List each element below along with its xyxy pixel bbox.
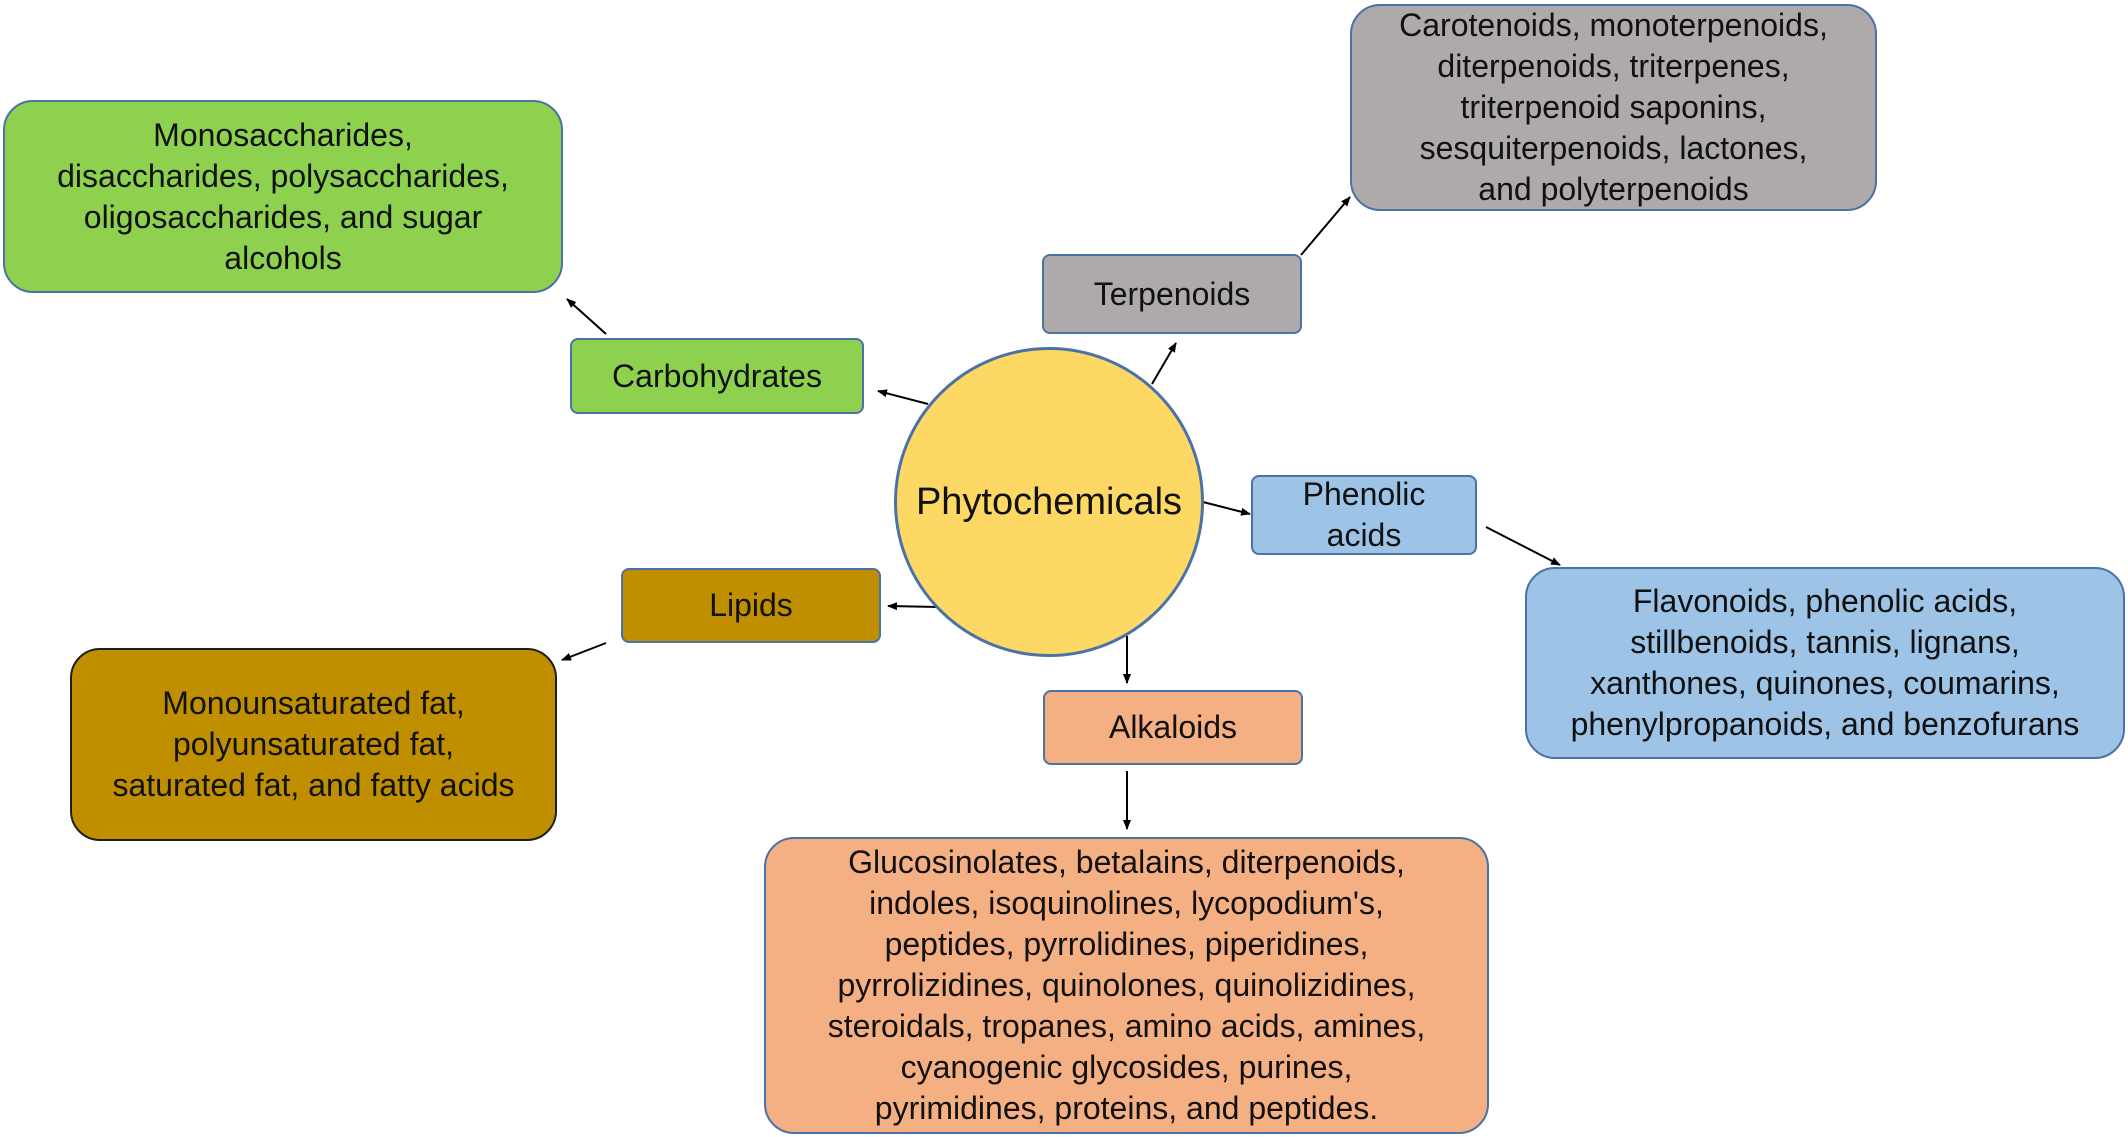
phenolic-acids-label-line: acids <box>1326 517 1402 553</box>
arrow-hub-to-carbohydrates <box>877 389 929 405</box>
arrow-carbohydrates-to-detail <box>566 298 607 335</box>
terpenoids-detail-box: Carotenoids, monoterpenoids, diterpenoid… <box>1350 4 1877 211</box>
arrow-terpenoids-to-detail <box>1300 196 1351 256</box>
terpenoids-detail-line: triterpenoid saponins, <box>1460 89 1767 125</box>
carbohydrates-detail-line: disaccharides, polysaccharides, <box>57 157 509 194</box>
carbohydrates-node: Carbohydrates <box>570 338 864 414</box>
terpenoids-label: Terpenoids <box>1093 275 1251 312</box>
carbohydrates-detail-box: Monosaccharides, disaccharides, polysacc… <box>3 100 563 293</box>
phenolic-acids-node: Phenolic acids <box>1251 475 1477 555</box>
terpenoids-detail-line: diterpenoids, triterpenes, <box>1437 48 1790 84</box>
phenolic-acids-detail-line: phenylpropanoids, and benzofurans <box>1570 706 2080 742</box>
alkaloids-detail-line: peptides, pyrrolidines, piperidines, <box>884 926 1369 962</box>
arrow-phenolic-acids-to-detail <box>1485 526 1561 566</box>
carbohydrates-detail-line: alcohols <box>224 239 342 276</box>
phenolic-acids-detail-box: Flavonoids, phenolic acids, stillbenoids… <box>1525 567 2125 759</box>
alkaloids-detail-box: Glucosinolates, betalains, diterpenoids,… <box>764 837 1489 1134</box>
arrow-hub-to-phenolic-acids <box>1202 501 1251 516</box>
alkaloids-detail-line: pyrimidines, proteins, and peptides. <box>874 1090 1379 1126</box>
alkaloids-label: Alkaloids <box>1108 709 1238 745</box>
lipids-detail-line: Monounsaturated fat, <box>162 685 465 721</box>
lipids-label: Lipids <box>709 587 793 623</box>
phenolic-acids-detail-line: Flavonoids, phenolic acids, <box>1632 583 2018 619</box>
terpenoids-detail-line: Carotenoids, monoterpenoids, <box>1399 7 1828 43</box>
terpenoids-node: Terpenoids <box>1042 254 1302 334</box>
alkaloids-detail-line: cyanogenic glycosides, purines, <box>900 1049 1353 1085</box>
lipids-detail-line: saturated fat, and fatty acids <box>112 767 515 803</box>
phytochemicals-hub: Phytochemicals <box>894 347 1204 657</box>
hub-label: Phytochemicals <box>915 480 1183 523</box>
lipids-detail-line: polyunsaturated fat, <box>172 726 455 762</box>
arrow-hub-to-terpenoids <box>1151 342 1177 385</box>
alkaloids-node: Alkaloids <box>1043 690 1303 765</box>
terpenoids-detail-line: sesquiterpenoids, lactones, <box>1419 130 1808 166</box>
arrow-hub-to-lipids <box>887 602 939 611</box>
carbohydrates-detail-line: Monosaccharides, <box>153 116 413 153</box>
alkaloids-detail-line: Glucosinolates, betalains, diterpenoids, <box>848 844 1405 880</box>
carbohydrates-detail-line: oligosaccharides, and sugar <box>83 198 483 235</box>
alkaloids-detail-line: steroidals, tropanes, amino acids, amine… <box>827 1008 1426 1044</box>
arrow-lipids-to-detail <box>561 642 607 661</box>
phenolic-acids-detail-line: stillbenoids, tannis, lignans, <box>1630 624 2020 660</box>
alkaloids-detail-line: pyrrolizidines, quinolones, quinolizidin… <box>837 967 1416 1003</box>
carbohydrates-label: Carbohydrates <box>612 357 822 394</box>
phenolic-acids-label-line: Phenolic <box>1302 476 1426 512</box>
terpenoids-detail-line: and polyterpenoids <box>1478 171 1749 207</box>
alkaloids-detail-line: indoles, isoquinolines, lycopodium's, <box>869 885 1384 921</box>
phenolic-acids-detail-line: xanthones, quinones, coumarins, <box>1590 665 2060 701</box>
lipids-node: Lipids <box>621 568 881 643</box>
lipids-detail-box: Monounsaturated fat, polyunsaturated fat… <box>70 648 557 841</box>
